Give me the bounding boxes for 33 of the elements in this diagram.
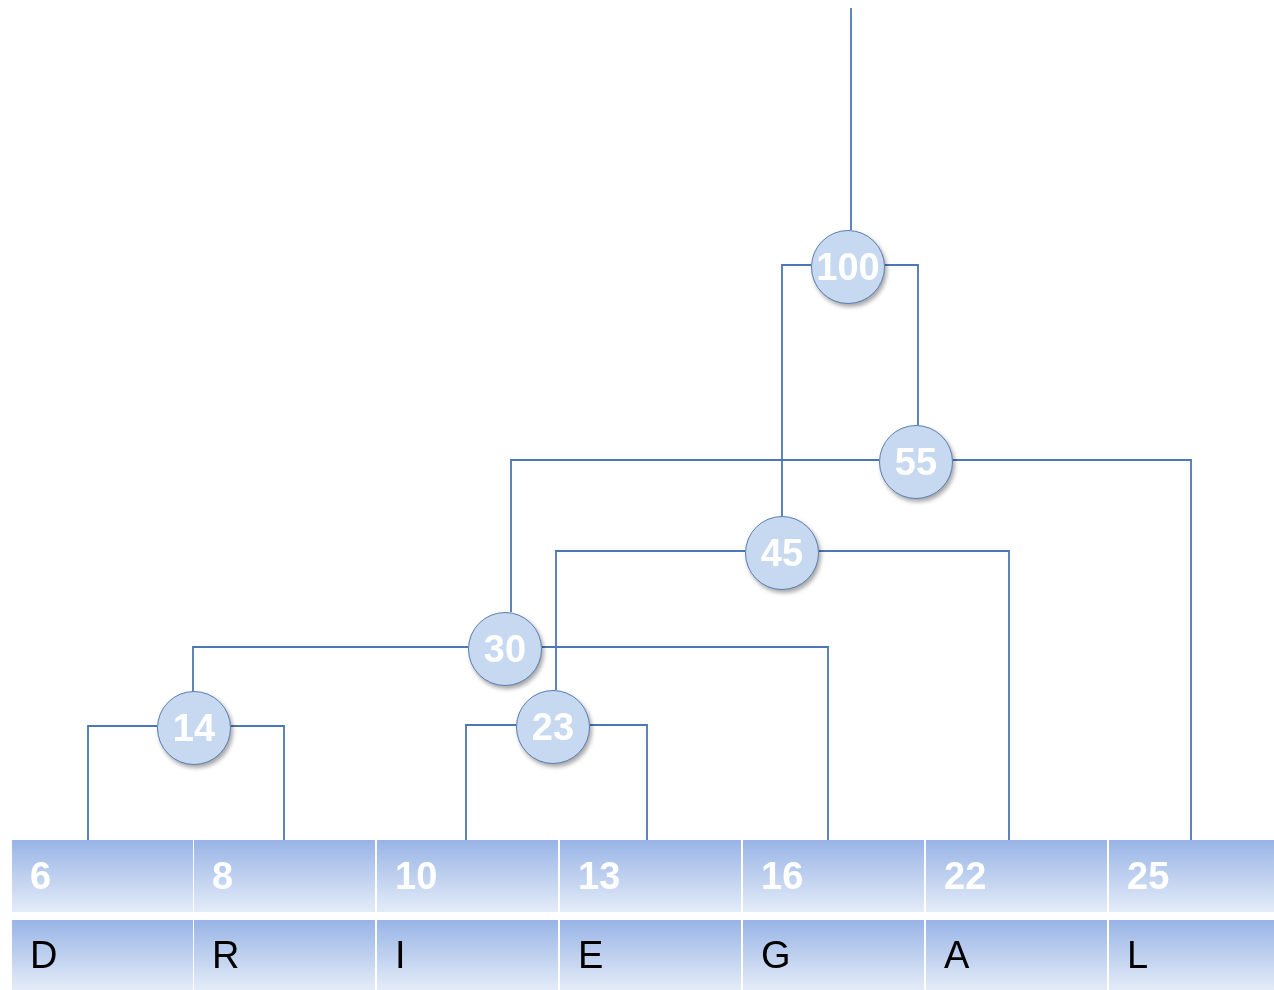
connector-line xyxy=(87,725,158,841)
connector-line xyxy=(555,550,746,691)
weight-circle: 55 xyxy=(879,425,953,499)
letter-cell: G xyxy=(743,920,924,990)
letter-cell: D xyxy=(12,920,193,990)
letter-cell: E xyxy=(560,920,741,990)
weight-cell: 8 xyxy=(194,840,375,912)
weight-cell: 13 xyxy=(560,840,741,912)
connector-line xyxy=(818,550,1010,841)
letter-cell: R xyxy=(194,920,375,990)
connector-line xyxy=(850,7,852,231)
connector-line xyxy=(465,724,517,841)
weight-cell: 16 xyxy=(743,840,924,912)
connector-line xyxy=(230,725,285,841)
connector-line xyxy=(952,459,1192,841)
weight-circle: 14 xyxy=(157,691,231,765)
weight-cell: 10 xyxy=(377,840,558,912)
letter-cell: L xyxy=(1109,920,1274,990)
weight-cell: 22 xyxy=(926,840,1107,912)
weight-circle: 30 xyxy=(468,612,542,686)
connector-line xyxy=(884,264,919,426)
weight-cell: 6 xyxy=(12,840,193,912)
weight-circle: 45 xyxy=(745,516,819,590)
letter-cell: I xyxy=(377,920,558,990)
connector-line xyxy=(781,264,812,517)
weight-cell: 25 xyxy=(1109,840,1274,912)
weight-circle: 23 xyxy=(516,690,590,764)
connector-line xyxy=(541,646,829,841)
connector-line xyxy=(192,646,469,692)
connector-line xyxy=(589,724,648,841)
weight-circle: 100 xyxy=(811,230,885,304)
letter-cell: A xyxy=(926,920,1107,990)
connector-line xyxy=(510,459,880,613)
